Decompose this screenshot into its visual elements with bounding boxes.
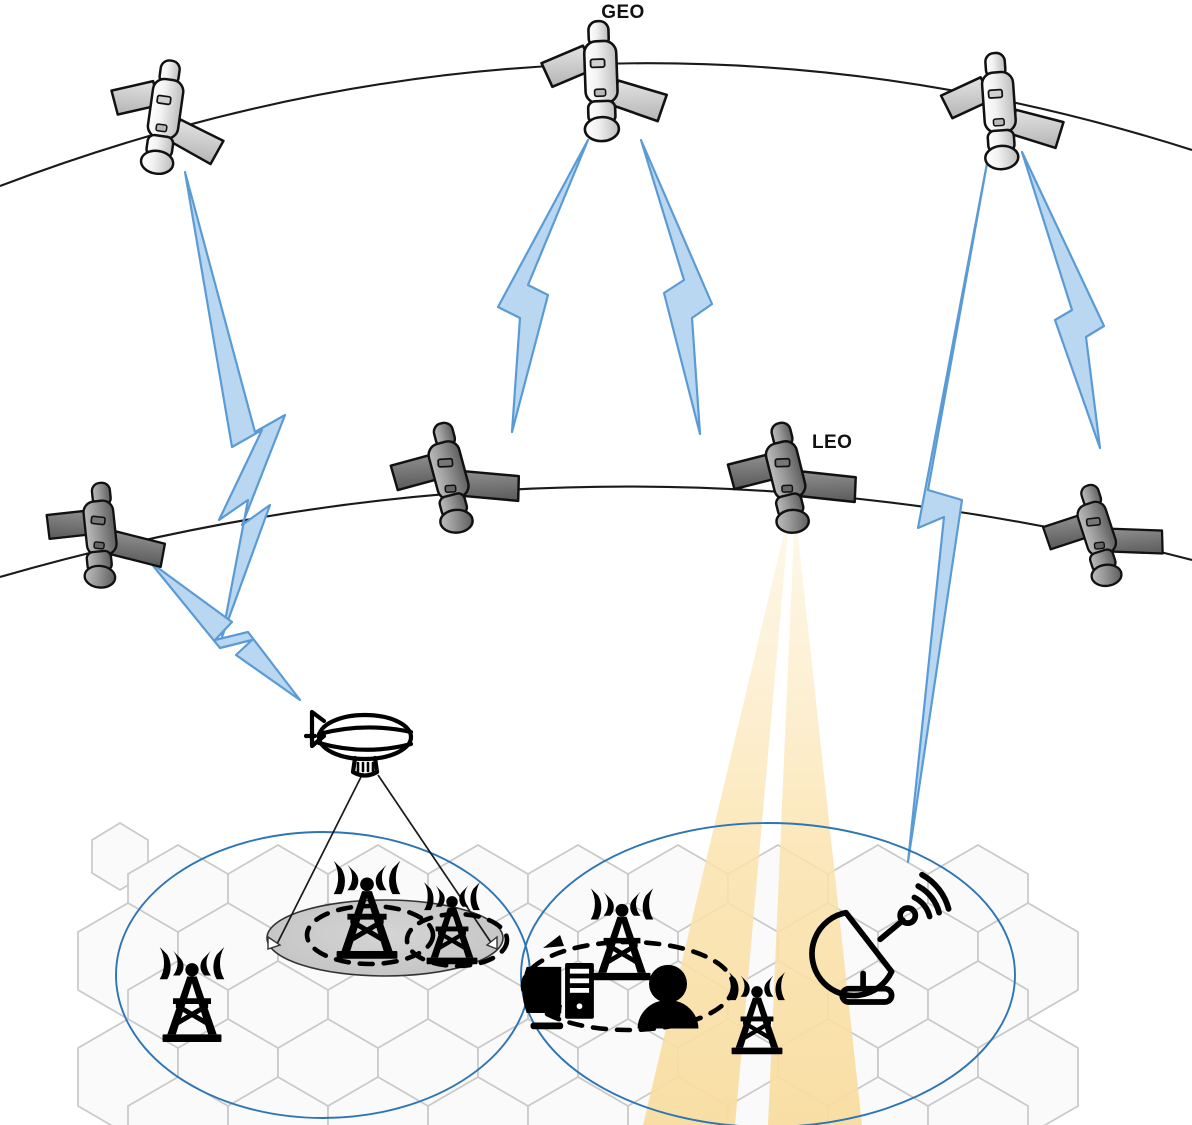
link-geo-left-to-haps bbox=[183, 170, 287, 639]
haps-tether-left bbox=[276, 774, 363, 945]
coverage-ellipse-right bbox=[520, 822, 1016, 1125]
leo-orbit-arc bbox=[0, 485, 1192, 579]
lightning-links bbox=[148, 138, 1106, 864]
link-geo-center-to-leo-center bbox=[639, 138, 714, 436]
label-geo: GEO bbox=[601, 2, 644, 23]
link-geo-right-to-leo-right bbox=[1020, 150, 1106, 450]
haps-footprint-markers bbox=[267, 935, 498, 951]
link-geo-center-to-leo-midleft bbox=[496, 138, 590, 434]
link-leo-left-to-haps bbox=[148, 560, 302, 702]
link-geo-right-to-ground bbox=[906, 156, 990, 864]
beam-cone-right bbox=[768, 508, 862, 1125]
label-leo: LEO bbox=[812, 432, 852, 453]
